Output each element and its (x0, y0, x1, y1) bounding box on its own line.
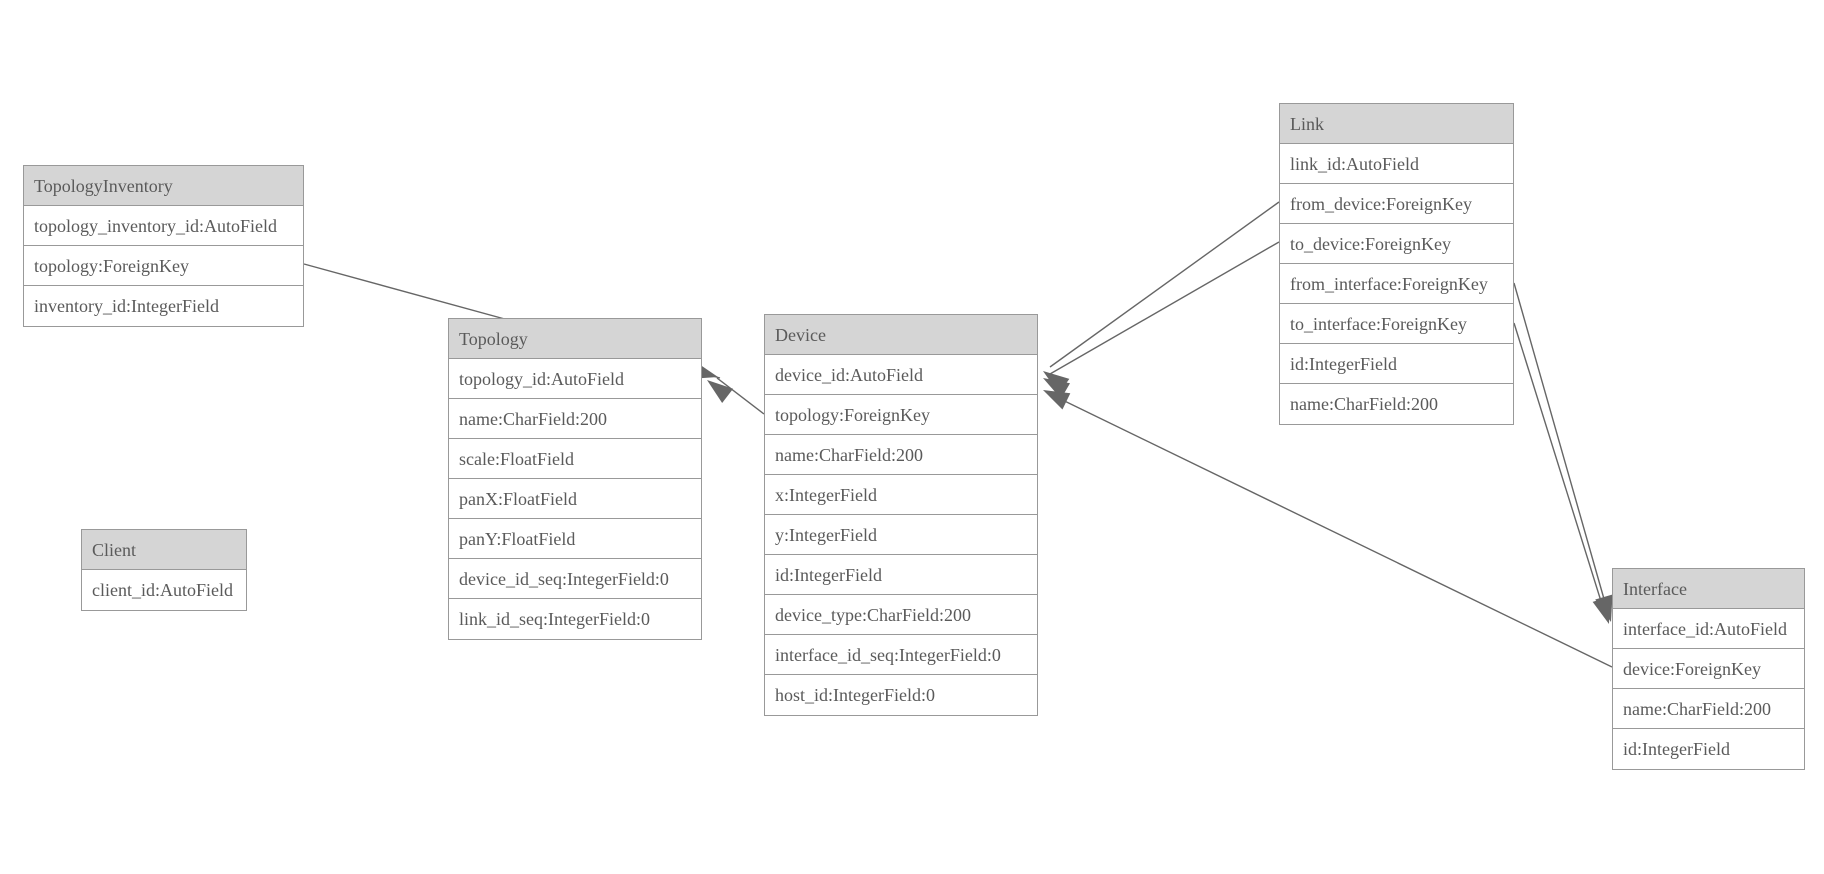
entity-field[interactable]: x:IntegerField (765, 475, 1037, 515)
entity-field[interactable]: scale:FloatField (449, 439, 701, 479)
entity-field[interactable]: device_id:AutoField (765, 355, 1037, 395)
relation-line (1049, 201, 1280, 368)
entity-field[interactable]: id:IntegerField (1613, 729, 1804, 769)
entity-field[interactable]: link_id_seq:IntegerField:0 (449, 599, 701, 639)
entity-title-link: Link (1280, 104, 1513, 144)
entity-title-topology: Topology (449, 319, 701, 359)
relation-link-from-interface-to-interface (1513, 282, 1613, 622)
relation-line (716, 377, 765, 415)
entity-field[interactable]: client_id:AutoField (82, 570, 246, 610)
entity-field[interactable]: id:IntegerField (765, 555, 1037, 595)
entity-field[interactable]: interface_id_seq:IntegerField:0 (765, 635, 1037, 675)
relation-link-to-interface-to-interface (1513, 322, 1610, 624)
entity-field[interactable]: topology_id:AutoField (449, 359, 701, 399)
relation-line (1045, 391, 1613, 668)
entity-field[interactable]: name:CharField:200 (449, 399, 701, 439)
relation-line (1049, 241, 1280, 375)
entity-field[interactable]: host_id:IntegerField:0 (765, 675, 1037, 715)
relation-device-to-topology (707, 377, 765, 415)
entity-field[interactable]: inventory_id:IntegerField (24, 286, 303, 326)
relation-arrowhead (707, 380, 734, 403)
entity-field[interactable]: from_interface:ForeignKey (1280, 264, 1513, 304)
relation-link-to-device-to-device (1043, 241, 1280, 399)
entity-field[interactable]: device:ForeignKey (1613, 649, 1804, 689)
entity-field[interactable]: interface_id:AutoField (1613, 609, 1804, 649)
entity-field[interactable]: topology:ForeignKey (765, 395, 1037, 435)
relation-line (1513, 282, 1609, 614)
entity-field[interactable]: name:CharField:200 (1280, 384, 1513, 424)
entity-field[interactable]: to_interface:ForeignKey (1280, 304, 1513, 344)
entity-field[interactable]: name:CharField:200 (765, 435, 1037, 475)
relation-arrowhead (1043, 378, 1071, 399)
entity-field[interactable]: device_id_seq:IntegerField:0 (449, 559, 701, 599)
relation-arrowhead (1043, 371, 1070, 394)
entity-title-device: Device (765, 315, 1037, 355)
entity-field[interactable]: id:IntegerField (1280, 344, 1513, 384)
entity-field[interactable]: panY:FloatField (449, 519, 701, 559)
relation-arrowhead (1043, 390, 1071, 410)
entity-field[interactable]: from_device:ForeignKey (1280, 184, 1513, 224)
relation-link-from-device-to-device (1043, 201, 1280, 394)
entity-field[interactable]: to_device:ForeignKey (1280, 224, 1513, 264)
relation-line (1513, 322, 1606, 615)
entity-field[interactable]: y:IntegerField (765, 515, 1037, 555)
entity-field[interactable]: link_id:AutoField (1280, 144, 1513, 184)
entity-field[interactable]: topology:ForeignKey (24, 246, 303, 286)
entity-field[interactable]: name:CharField:200 (1613, 689, 1804, 729)
entity-title-client: Client (82, 530, 246, 570)
entity-field[interactable]: panX:FloatField (449, 479, 701, 519)
entity-title-topology-inventory: TopologyInventory (24, 166, 303, 206)
entity-title-interface: Interface (1613, 569, 1804, 609)
entity-field[interactable]: topology_inventory_id:AutoField (24, 206, 303, 246)
entity-field[interactable]: device_type:CharField:200 (765, 595, 1037, 635)
